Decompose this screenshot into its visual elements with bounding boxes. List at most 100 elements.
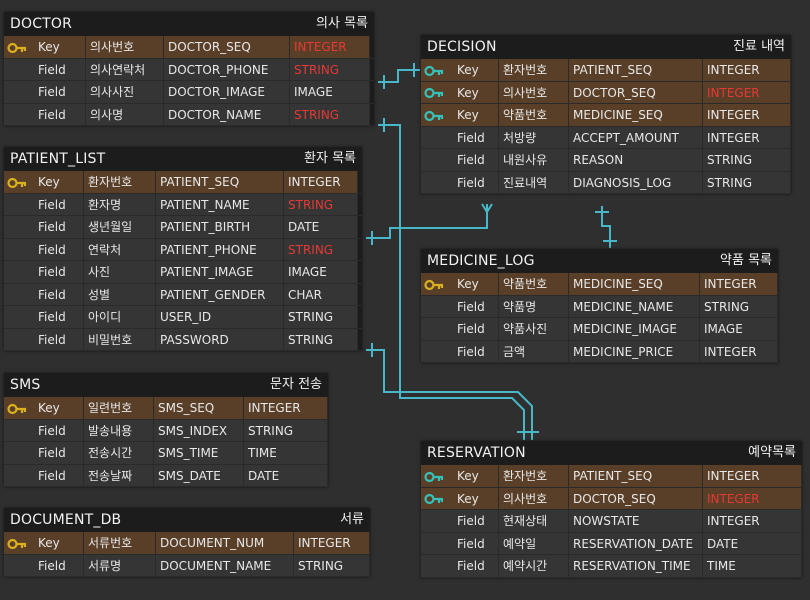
row-kind: Key xyxy=(453,81,499,103)
field-label: 환자번호 xyxy=(84,171,156,193)
field-label: 일련번호 xyxy=(84,397,154,419)
row-kind: Field xyxy=(34,81,86,103)
row-spacer xyxy=(4,81,34,103)
connector-doctor-decision xyxy=(378,69,420,83)
gold-key-icon xyxy=(4,171,34,193)
field-label: 연락처 xyxy=(84,238,156,260)
column-name: SMS_DATE xyxy=(154,464,244,486)
table-header: PATIENT_LIST 환자 목록 xyxy=(4,147,362,171)
data-type: STRING xyxy=(284,328,358,350)
field-label: 의사사진 xyxy=(86,81,164,103)
row-kind: Field xyxy=(34,442,84,464)
table-header: DECISION 진료 내역 xyxy=(421,35,791,59)
field-label: 예약일 xyxy=(499,532,569,554)
data-type: STRING xyxy=(284,238,358,260)
row-spacer xyxy=(4,193,34,215)
data-type: INTEGER xyxy=(703,487,802,509)
row-kind: Field xyxy=(34,554,84,576)
table-description: 약품 목록 xyxy=(720,253,772,268)
data-type: IMAGE xyxy=(700,318,778,340)
data-type: DATE xyxy=(244,464,328,486)
row-kind: Field xyxy=(34,103,86,125)
data-type: STRING xyxy=(290,58,370,80)
table-description: 문자 전송 xyxy=(270,377,322,392)
row-spacer xyxy=(4,464,34,486)
row-kind: Key xyxy=(453,465,499,487)
field-label: 전송시간 xyxy=(84,442,154,464)
row-kind: Key xyxy=(34,397,84,419)
column-name: DOCTOR_NAME xyxy=(164,103,290,125)
field-label: 약품번호 xyxy=(499,273,569,295)
data-type: STRING xyxy=(294,554,370,576)
column-name: REASON xyxy=(569,149,703,171)
data-type: INTEGER xyxy=(703,510,802,532)
row-kind: Field xyxy=(453,340,499,362)
data-type: TIME xyxy=(244,442,328,464)
data-type: STRING xyxy=(284,193,358,215)
table-description: 의사 목록 xyxy=(316,16,368,31)
data-type: INTEGER xyxy=(700,273,778,295)
teal-key-icon xyxy=(421,81,453,103)
field-label: 생년월일 xyxy=(84,216,156,238)
data-type: IMAGE xyxy=(290,81,370,103)
data-type: INTEGER xyxy=(703,126,791,148)
data-type: INTEGER xyxy=(244,397,328,419)
field-label: 사진 xyxy=(84,261,156,283)
table-name: DOCUMENT_DB xyxy=(10,512,122,528)
field-label: 내원사유 xyxy=(499,149,569,171)
field-label: 의사번호 xyxy=(499,487,569,509)
column-name: MEDICINE_PRICE xyxy=(569,340,700,362)
field-label: 예약시간 xyxy=(499,555,569,577)
table-description: 서류 xyxy=(340,512,364,527)
row-spacer xyxy=(421,510,453,532)
data-type: STRING xyxy=(700,295,778,317)
table-description: 진료 내역 xyxy=(733,39,785,54)
column-name: PATIENT_SEQ xyxy=(156,171,284,193)
column-name: PATIENT_NAME xyxy=(156,193,284,215)
column-name: NOWSTATE xyxy=(569,510,703,532)
row-kind: Field xyxy=(453,532,499,554)
row-spacer xyxy=(4,58,34,80)
